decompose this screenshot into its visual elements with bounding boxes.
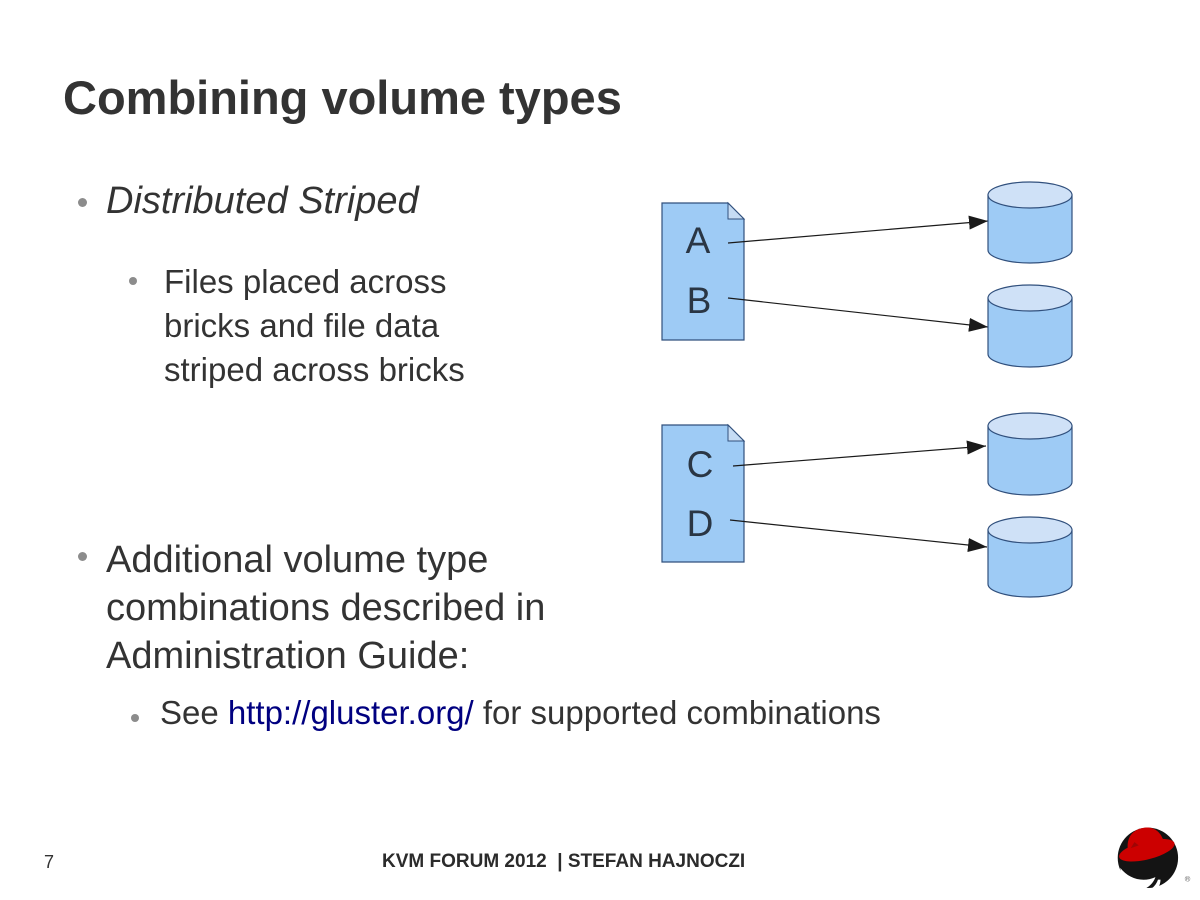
brick-cylinder-icon-1 [987,181,1073,264]
arrow-d-to-brick4 [729,519,988,552]
bullet-icon [78,198,87,207]
bullet-distributed-striped: Distributed Striped [78,177,419,225]
arrow-c-to-brick3 [732,440,987,467]
page-number: 7 [44,852,55,872]
brick-cylinder-icon-2 [987,284,1073,368]
brick-cylinder-icon-4 [987,516,1073,598]
bullet-label: See http://gluster.org/ for supported co… [160,691,881,735]
slide-title: Combining volume types [63,71,622,124]
bullet-icon [131,714,139,722]
bullet-files-placed: Files placed across bricks and file data… [129,260,465,392]
distributed-striped-diagram: A B C D [661,181,1073,598]
see-suffix: for supported combinations [473,694,881,731]
file-icon-cd: C D [661,423,746,563]
redhat-shadowman-logo-icon: ® [1117,827,1191,892]
file-letter: B [687,280,712,321]
bullet-icon [78,552,87,561]
registered-mark: ® [1185,874,1191,883]
file-letter: A [686,220,711,261]
arrow-a-to-brick1 [727,215,989,244]
bullet-additional-combinations: Additional volume type combinations desc… [78,536,545,680]
file-icon-ab: A B [661,201,746,341]
footer-session-text: KVM FORUM 2012 | STEFAN HAJNOCZI [382,851,746,872]
bullet-label: Additional volume type combinations desc… [106,539,546,677]
bullet-label: Distributed Striped [106,180,419,222]
file-letter: C [687,444,714,485]
see-prefix: See [160,694,228,731]
file-letter: D [687,503,714,544]
bullet-label: Files placed across bricks and file data… [164,263,465,388]
bullet-icon [129,277,137,285]
gluster-link[interactable]: http://gluster.org/ [227,694,474,731]
arrow-b-to-brick2 [727,297,989,332]
brick-cylinder-icon-3 [987,412,1073,496]
bullet-see-gluster: See http://gluster.org/ for supported co… [131,691,881,735]
